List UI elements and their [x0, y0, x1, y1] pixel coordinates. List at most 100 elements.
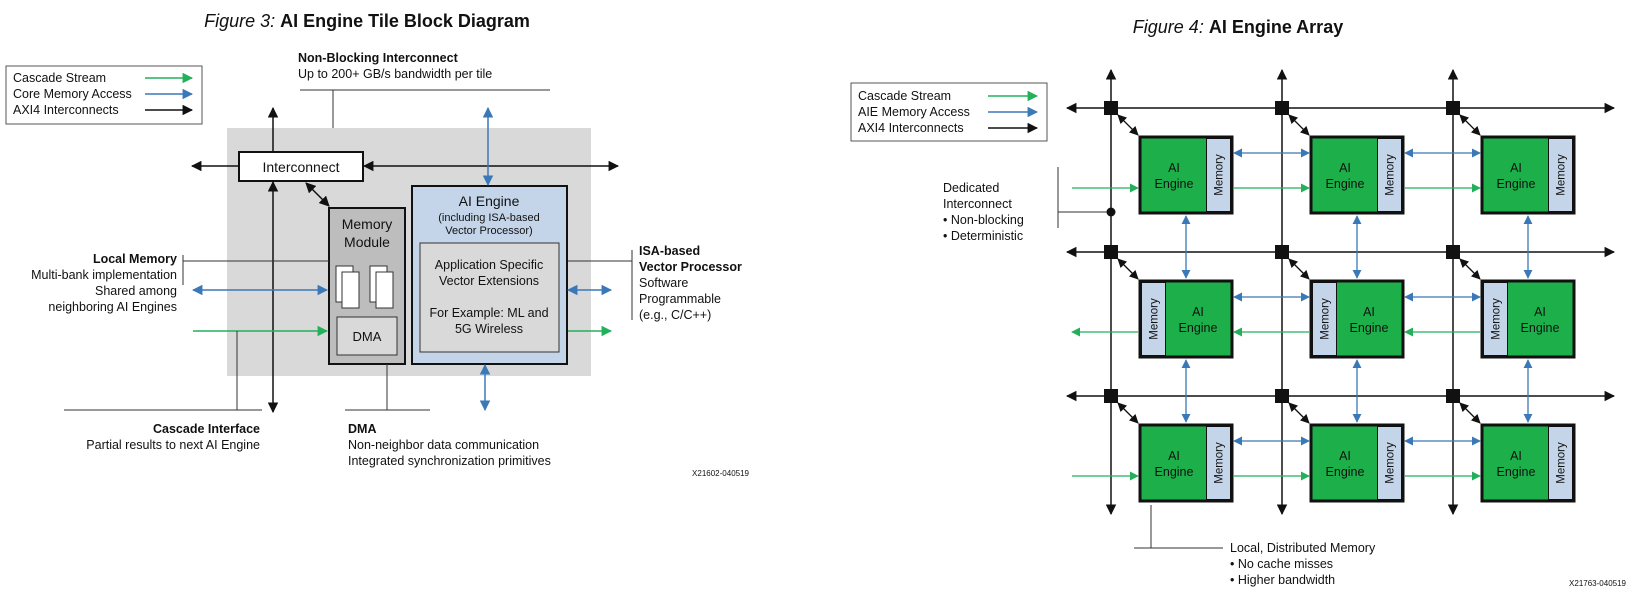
tile-engine-label-1: AI: [1339, 449, 1351, 463]
switch-tile-link: [1288, 258, 1310, 280]
fig3-caption: Figure 3: AI Engine Tile Block Diagram: [204, 11, 530, 31]
local-memory-line-2: Shared among: [95, 284, 177, 298]
tile-engine-label-1: AI: [1534, 305, 1546, 319]
fig4-legend: Cascade Stream AIE Memory Access AXI4 In…: [850, 82, 1048, 142]
switch-node: [1446, 101, 1460, 115]
switch-tile-link: [1459, 114, 1481, 136]
cascade-sub: Partial results to next AI Engine: [86, 438, 260, 452]
figure-3: Figure 3: AI Engine Tile Block Diagram C…: [5, 11, 750, 478]
switch-node: [1446, 389, 1460, 403]
app-ext-2: Vector Extensions: [439, 274, 539, 288]
dedicated-3: • Non-blocking: [943, 213, 1024, 227]
isa-title-1: ISA-based: [639, 244, 700, 258]
switch-tile-link: [1288, 402, 1310, 424]
tile-memory-label: Memory: [1214, 154, 1226, 196]
switch-tile-link: [1117, 402, 1139, 424]
local-dist-line-1: • No cache misses: [1230, 557, 1333, 571]
memory-module-label-2: Module: [344, 234, 390, 250]
local-memory-line-1: Multi-bank implementation: [31, 268, 177, 282]
tile-engine-label-1: AI: [1168, 449, 1180, 463]
dedicated-2: Interconnect: [943, 197, 1012, 211]
switch-node: [1104, 389, 1118, 403]
tile-memory-label: Memory: [1491, 298, 1503, 340]
switch-node: [1104, 101, 1118, 115]
dma-title: DMA: [348, 422, 376, 436]
fig3-legend: Cascade Stream Core Memory Access AXI4 I…: [5, 65, 203, 125]
switch-node: [1446, 245, 1460, 259]
tile-engine-label-2: Engine: [1155, 465, 1194, 479]
switch-tile-link: [1288, 114, 1310, 136]
tile-engine-label-1: AI: [1510, 449, 1522, 463]
isa-line-3: (e.g., C/C++): [639, 308, 711, 322]
ai-engine-tile: AI Engine Memory: [1309, 279, 1405, 359]
isa-title-2: Vector Processor: [639, 260, 742, 274]
ai-engine-sub-1: (including ISA-based: [438, 212, 540, 224]
ai-engine-tile: AI Engine Memory: [1480, 423, 1576, 503]
switch-node: [1275, 389, 1289, 403]
switch-tile-link: [1117, 258, 1139, 280]
dma-box: [336, 316, 398, 356]
switch-node: [1275, 101, 1289, 115]
tile-engine-label-2: Engine: [1497, 177, 1536, 191]
vector-extensions-box: [419, 242, 560, 353]
nonblocking-sub: Up to 200+ GB/s bandwidth per tile: [298, 67, 492, 81]
tile-engine-label-1: AI: [1168, 161, 1180, 175]
legend-cascade-label: Cascade Stream: [13, 71, 106, 85]
tile-engine-label-2: Engine: [1497, 465, 1536, 479]
tile-memory-label: Memory: [1556, 442, 1568, 484]
local-dist-line-2: • Higher bandwidth: [1230, 573, 1335, 587]
tile-memory-label: Memory: [1320, 298, 1332, 340]
tile-memory-label: Memory: [1385, 442, 1397, 484]
tile-memory-label: Memory: [1149, 298, 1161, 340]
app-ext-1: Application Specific: [435, 258, 543, 272]
tile-engine-label-2: Engine: [1326, 177, 1365, 191]
tile-engine-label-1: AI: [1363, 305, 1375, 319]
legend4-axi4-label: AXI4 Interconnects: [858, 121, 964, 135]
ai-engine-tile: AI Engine Memory: [1138, 423, 1234, 503]
tile-engine-label-2: Engine: [1521, 321, 1560, 335]
nonblocking-title: Non-Blocking Interconnect: [298, 51, 459, 65]
dedicated-4: • Deterministic: [943, 229, 1023, 243]
tile-engine-label-2: Engine: [1155, 177, 1194, 191]
ai-engine-tile: AI Engine Memory: [1480, 135, 1576, 215]
dma-line-1: Non-neighbor data communication: [348, 438, 539, 452]
figure-4: Figure 4: AI Engine Array Cascade Stream…: [850, 17, 1627, 588]
fig3-code: X21602-040519: [692, 469, 749, 478]
switch-node: [1104, 245, 1118, 259]
switch-node: [1275, 245, 1289, 259]
tile-engine-label-2: Engine: [1179, 321, 1218, 335]
tile-engine-label-1: AI: [1192, 305, 1204, 319]
legend4-cascade-label: Cascade Stream: [858, 89, 951, 103]
local-memory-title: Local Memory: [93, 252, 177, 266]
tile-memory-label: Memory: [1214, 442, 1226, 484]
dedicated-1: Dedicated: [943, 181, 999, 195]
example-1: For Example: ML and: [429, 306, 548, 320]
dma-box-label: DMA: [353, 329, 382, 344]
tile-engine-label-1: AI: [1510, 161, 1522, 175]
ai-engine-sub-2: Vector Processor): [445, 225, 532, 237]
legend-memory-label: Core Memory Access: [13, 87, 132, 101]
fig4-caption: Figure 4: AI Engine Array: [1133, 17, 1343, 37]
isa-line-2: Programmable: [639, 292, 721, 306]
example-2: 5G Wireless: [455, 322, 523, 336]
legend4-memory-label: AIE Memory Access: [858, 105, 970, 119]
ai-engine-tile: AI Engine Memory: [1138, 279, 1234, 359]
cascade-title: Cascade Interface: [153, 422, 260, 436]
memory-module-label-1: Memory: [342, 216, 393, 232]
interconnect-box: [238, 151, 364, 182]
switch-tile-link: [1459, 258, 1481, 280]
memory-bank-icons: [335, 265, 394, 309]
tile-engine-label-1: AI: [1339, 161, 1351, 175]
tile-memory-label: Memory: [1556, 154, 1568, 196]
switch-tile-link: [1459, 402, 1481, 424]
fig4-code: X21763-040519: [1569, 579, 1626, 588]
interconnect-label: Interconnect: [262, 159, 339, 175]
ai-engine-tile: AI Engine Memory: [1138, 135, 1234, 215]
tile-engine-label-2: Engine: [1350, 321, 1389, 335]
ai-engine-tile: AI Engine Memory: [1480, 279, 1576, 359]
legend-axi4-label: AXI4 Interconnects: [13, 103, 119, 117]
dma-line-2: Integrated synchronization primitives: [348, 454, 551, 468]
